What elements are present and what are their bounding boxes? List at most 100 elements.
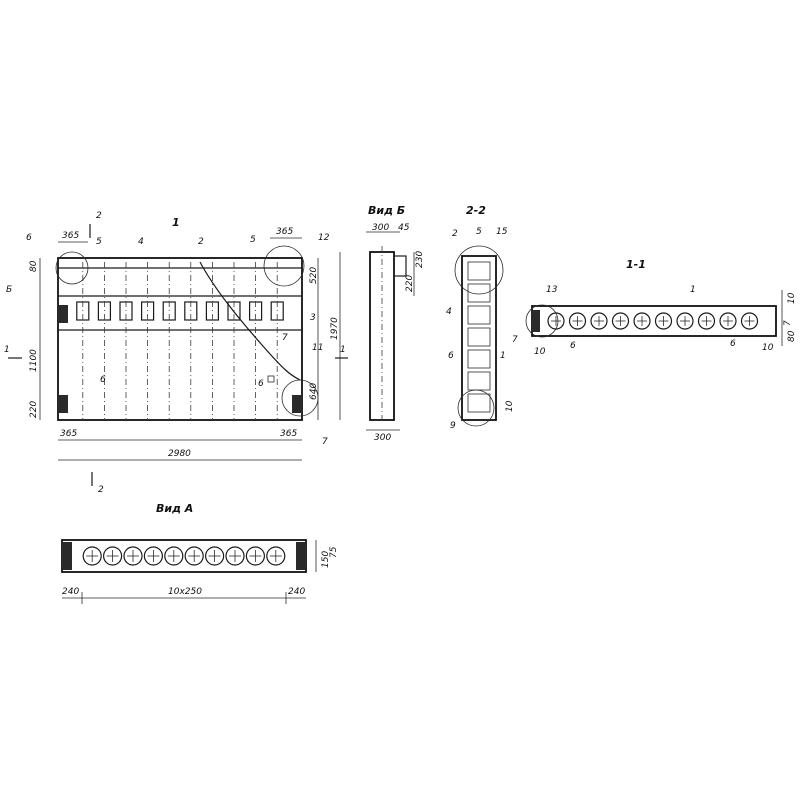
- section-1-1-dim-10-top: 10: [787, 292, 797, 304]
- main-voids: [76, 301, 284, 321]
- section-1-1-dim-7: 7: [783, 320, 793, 326]
- view-a-void: [184, 546, 204, 566]
- section-2-2-cell: [467, 349, 491, 369]
- callout-6-right: 6: [258, 379, 264, 389]
- section-2-2-detail-bottom: [457, 389, 495, 427]
- callout-12: 12: [318, 233, 330, 243]
- section-1-1-void: [633, 312, 651, 330]
- callout-7-bottom: 7: [322, 437, 328, 447]
- view-a-void: [205, 546, 225, 566]
- dim-height: 1970: [330, 317, 340, 340]
- section-1-1-callout-6: 6: [570, 341, 576, 351]
- detail-circle-top-right: [263, 245, 305, 287]
- section-2-2-callout-2: 2: [452, 229, 458, 239]
- dim-length: 2980: [168, 449, 191, 459]
- cut-mark-1-left: 1: [4, 345, 10, 355]
- section-1-1-void: [611, 312, 630, 330]
- section-1-title: 1: [172, 216, 180, 229]
- section-2-2-callout-9: 9: [450, 421, 456, 431]
- view-a: Вид А 240 10x250 240 150 75: [61, 502, 339, 604]
- callout-6-middle: 6: [100, 375, 106, 385]
- detail-circle-top-left: [55, 251, 89, 285]
- section-2-2-callout-1: 1: [500, 351, 506, 361]
- view-a-dim-75: 75: [329, 546, 339, 558]
- callout-6: 6: [26, 233, 32, 243]
- view-a-void: [143, 546, 163, 566]
- section-2-2-callout-15: 15: [496, 227, 508, 237]
- section-2-2-callout-6: 6: [448, 351, 454, 361]
- view-b-dim-300-top: 300: [372, 223, 389, 233]
- section-1-1-void: [697, 312, 716, 330]
- callout-5b: 5: [250, 235, 256, 245]
- section-1-1-body: [531, 305, 777, 337]
- section-2-2-title: 2-2: [466, 204, 486, 217]
- section-1-1-callout-1: 1: [690, 285, 696, 295]
- view-a-title: Вид А: [156, 502, 193, 515]
- view-b-dim-300-bottom: 300: [374, 433, 391, 443]
- view-a-dim-150: 150: [321, 551, 331, 568]
- view-a-void: [266, 546, 286, 566]
- view-a-body: [61, 539, 307, 573]
- panel-outline: [57, 257, 303, 421]
- section-2-2-callout-4: 4: [446, 307, 452, 317]
- section-2-2-cell: [467, 305, 491, 325]
- section-2-2-cell: [467, 261, 491, 281]
- callout-5: 5: [96, 237, 102, 247]
- view-b-dim-230: 230: [415, 251, 425, 268]
- section-1-1-dim-10-bottom: 10: [534, 347, 546, 357]
- section-2-2-cells: [467, 261, 491, 413]
- view-a-void: [123, 546, 143, 566]
- small-insert: [267, 375, 275, 383]
- dim-left-1100: 1100: [29, 349, 39, 372]
- dim-left-80: 80: [29, 260, 39, 272]
- end-hatch-left-bottom: [58, 395, 68, 413]
- section-1-1: 1-1 13 1 7 6 6 10 10 7 80 10: [512, 258, 797, 357]
- callout-11: 11: [312, 343, 323, 353]
- end-hatch-left-top: [58, 305, 68, 323]
- view-a-dim-240-left: 240: [62, 587, 79, 597]
- callout-2: 2: [198, 237, 204, 247]
- section-2-2-callout-5: 5: [476, 227, 482, 237]
- view-b-ledge: [393, 255, 407, 277]
- section-1-1-void: [654, 312, 673, 330]
- callout-3: 3: [310, 313, 316, 323]
- dim-right-640: 640: [309, 383, 319, 400]
- view-b-dim-220: 220: [405, 275, 415, 292]
- section-2-2-cell: [467, 393, 491, 413]
- section-2-2-cell: [467, 371, 491, 391]
- dim-bot-365-right: 365: [280, 429, 297, 439]
- section-1-1-callout-7: 7: [512, 335, 518, 345]
- view-a-void: [225, 546, 245, 566]
- section-1-1-void: [740, 312, 759, 330]
- dim-left-220: 220: [29, 401, 39, 418]
- cut-mark-1-right: 1: [340, 345, 346, 355]
- view-a-hatch-right: [296, 542, 306, 570]
- callout-4: 4: [138, 237, 144, 247]
- section-2-2-detail-top: [454, 245, 504, 295]
- view-a-void: [102, 546, 123, 566]
- callout-7: 7: [282, 333, 288, 343]
- view-a-dim-middle: 10x250: [168, 587, 202, 597]
- section-2-2: 2-2 2 5 15 4 6 1 9 10: [446, 204, 515, 431]
- section-2-2-body: [461, 255, 497, 421]
- dim-bot-365-left: 365: [60, 429, 77, 439]
- view-b: Вид Б 300 45 300 220 230: [366, 204, 425, 443]
- section-1-1-void: [719, 312, 737, 330]
- end-hatch-right-bottom: [292, 395, 302, 413]
- cut-mark-2-top: 2: [96, 211, 102, 221]
- section-1-1-dim-80: 80: [787, 330, 797, 342]
- view-a-void: [82, 546, 102, 566]
- section-1-1-callout-13: 13: [546, 285, 558, 295]
- section-1-1-voids: [547, 312, 759, 330]
- main-elevation: 1 2 2 1 1 Б 365 365 365 365 2980 80 1100…: [4, 211, 348, 495]
- section-1-1-title: 1-1: [626, 258, 646, 271]
- section-1-1-dim-10-right: 10: [762, 343, 774, 353]
- section-1-1-void: [590, 312, 608, 330]
- dim-top-365-right: 365: [276, 227, 293, 237]
- view-a-dim-240-right: 240: [288, 587, 305, 597]
- view-a-void: [245, 546, 265, 566]
- view-b-title: Вид Б: [368, 204, 405, 217]
- section-1-1-void: [676, 312, 694, 330]
- dim-top-365-left: 365: [62, 231, 79, 241]
